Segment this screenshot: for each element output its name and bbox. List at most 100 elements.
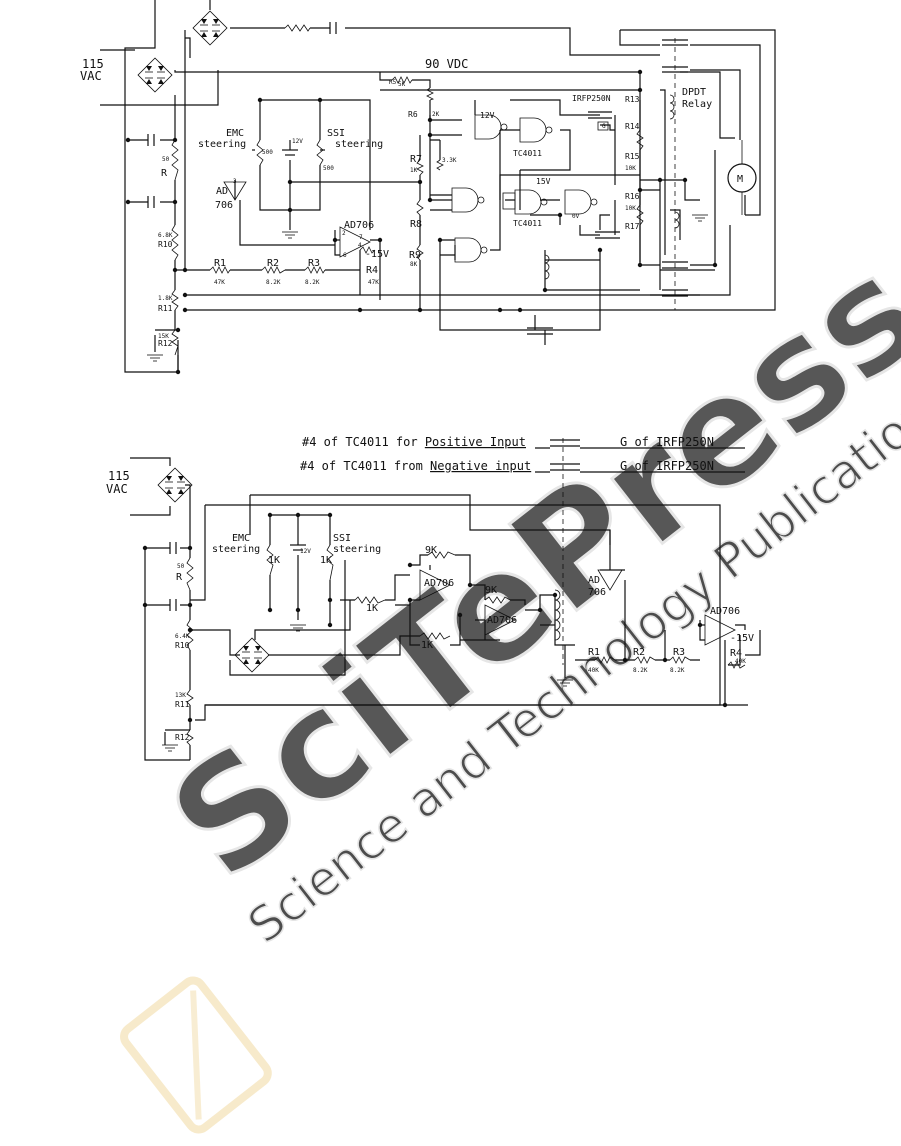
top-v15-neg: -15V: [365, 249, 389, 260]
bottom-val-1k-d: 1K: [421, 640, 433, 651]
label-R8: R8: [410, 219, 422, 230]
bottom-labels: 115 VAC EMC steering SSI steering 12V AD…: [106, 469, 754, 742]
note-positive-emph: Positive Input: [425, 435, 526, 449]
top-supply-label-2: VAC: [80, 69, 102, 83]
val-500-a: 500: [262, 149, 273, 156]
top-mosfets: [588, 111, 620, 239]
top-emc-label-1: EMC: [226, 128, 244, 139]
label-R9: R9: [409, 250, 421, 261]
bottom-emc-label-2: steering: [212, 544, 260, 555]
top-ground-2: [691, 214, 709, 222]
bottom-wiring: [130, 457, 761, 761]
top-v12-b: 12V: [480, 111, 495, 120]
bottom-val-40k-b: 40K: [735, 658, 746, 665]
top-opamp2-label: AD706: [344, 220, 374, 231]
bottom-val-50: 50: [177, 563, 185, 570]
bottom-capacitors: [169, 542, 177, 611]
watermark: SciTePress Science and Technology Public…: [120, 223, 901, 1134]
motor-label: M: [737, 174, 743, 185]
top-pin-3: 3: [233, 178, 237, 185]
val-1-8k: 1.8K: [158, 295, 173, 302]
val-10k-b: 10K: [625, 205, 636, 212]
top-supply-label-1: 115: [82, 57, 104, 71]
top-gate-chip-2: TC4011: [513, 219, 542, 228]
top-emc-label-2: steering: [198, 139, 246, 150]
bottom-opamp-3: [597, 569, 623, 591]
bottom-val-40k-a: 40K: [588, 667, 599, 674]
top-opamp1-label-2: 706: [215, 200, 233, 211]
bottom-opamp-a-label: AD706: [424, 578, 454, 589]
top-mosfet-label: IRFP250N: [572, 94, 611, 103]
top-ssi-label-1: SSI: [327, 128, 345, 139]
top-bus-label: 90 VDC: [425, 57, 468, 71]
bottom-opamp-c-label-2: 706: [588, 587, 606, 598]
bottom-val-6-4k: 6.4K: [175, 633, 190, 640]
bottom-label-R11: R11: [175, 700, 190, 709]
val-47k-a: 47K: [214, 279, 225, 286]
top-relay-label-2: Relay: [682, 99, 712, 110]
label-R13: R13: [625, 95, 640, 104]
bottom-val-13k: 13K: [175, 692, 186, 699]
top-bridge-rectifier-2: [137, 57, 173, 93]
val-500-b: 500: [323, 165, 334, 172]
diagram-bottom: #4 of TC4011 for Positive Input #4 of TC…: [106, 435, 761, 761]
note-positive-prefix: #4 of TC4011 for: [302, 435, 425, 449]
bottom-label-R10: R10: [175, 641, 190, 650]
bottom-supply-label-1: 115: [108, 469, 130, 483]
top-pin-4: 4: [358, 242, 362, 249]
bottom-emc-label-1: EMC: [232, 533, 250, 544]
note-positive: #4 of TC4011 for Positive Input: [302, 435, 526, 449]
bottom-val-r: R: [176, 572, 183, 583]
val-1k: 1K: [410, 167, 418, 174]
bottom-val-1k-a: 1K: [268, 555, 280, 566]
top-junctions: [125, 69, 718, 375]
label-R2: R2: [267, 258, 279, 269]
bottom-bridge-rectifier-2: [234, 637, 270, 673]
top-relay-coils: [544, 94, 680, 280]
diagram-top: M: [80, 0, 776, 375]
label-R10: R10: [158, 240, 173, 249]
top-ssi-label-2: steering: [335, 139, 383, 150]
top-resistors: [171, 24, 644, 356]
val-10k-a: 10K: [625, 165, 636, 172]
bottom-label-R2: R2: [633, 647, 645, 658]
bottom-resistors: [186, 544, 746, 746]
top-relay-contacts: [527, 38, 688, 335]
note-negative-prefix: #4 of TC4011 from: [300, 459, 430, 473]
label-R12: R12: [158, 339, 173, 348]
top-ground-1: [281, 231, 299, 239]
label-R14: R14: [625, 122, 640, 131]
top-gate-label: G: [602, 123, 606, 130]
label-R11: R11: [158, 304, 173, 313]
top-bridge-rectifier-1: [192, 10, 228, 46]
watermark-brand: SciTePress: [140, 224, 901, 913]
label-R4: R4: [366, 265, 378, 276]
top-nand-gates: [451, 114, 598, 263]
top-pin-2: 2: [342, 230, 346, 237]
top-v12-a: 12V: [292, 138, 303, 145]
label-R15: R15: [625, 152, 640, 161]
val-8-2k-b: 8.2K: [305, 279, 320, 286]
top-opamp-1: [223, 181, 247, 201]
bottom-ssi-label-1: SSI: [333, 533, 351, 544]
bottom-junctions: [142, 512, 728, 723]
top-motor: M: [727, 140, 757, 215]
bottom-opamp-c-label-1: AD: [588, 575, 600, 586]
top-v0: 0V: [572, 213, 580, 220]
bottom-val-8-2k-a: 8.2K: [633, 667, 648, 674]
label-R16: R16: [625, 192, 640, 201]
top-opamp1-label-1: AD: [216, 186, 228, 197]
bottom-v15-neg: -15V: [730, 633, 754, 644]
label-R7: R7: [410, 154, 422, 165]
bottom-label-R12: R12: [175, 733, 190, 742]
bottom-val-9k-b: 9K: [485, 585, 497, 596]
top-pin-6: 6: [343, 252, 347, 259]
gate-note-1: G of IRFP250N: [620, 435, 714, 449]
val-3-3k: 3.3K: [442, 157, 457, 164]
val-47k-b: 47K: [368, 279, 379, 286]
note-negative-emph: Negative input: [430, 459, 531, 473]
bottom-notes: #4 of TC4011 for Positive Input #4 of TC…: [300, 435, 745, 665]
val-8-2k-a: 8.2K: [266, 279, 281, 286]
